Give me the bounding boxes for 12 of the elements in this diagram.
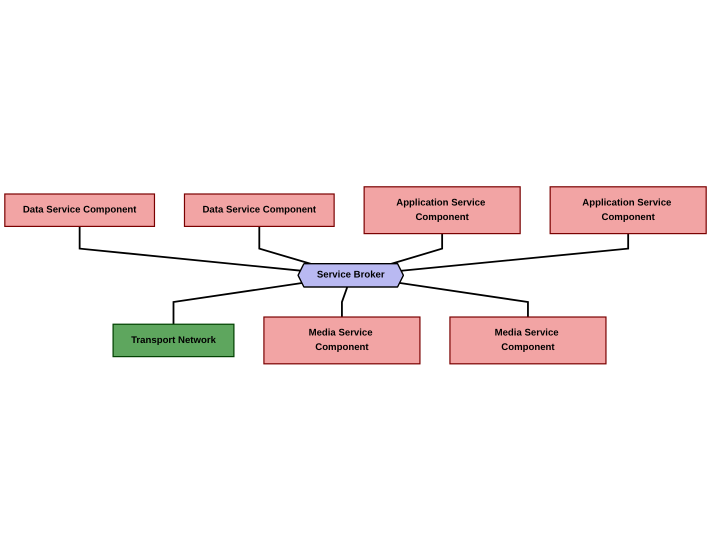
node-box: Transport Network: [112, 323, 235, 357]
node-box: Media Service Component: [449, 316, 607, 364]
connector: [341, 286, 348, 317]
connector: [172, 282, 302, 324]
node-box: Media Service Component: [263, 316, 421, 364]
node-box: Data Service Component: [4, 193, 156, 227]
connector: [401, 233, 630, 272]
node-box: Application Service Component: [364, 186, 521, 234]
node-box: Application Service Component: [550, 186, 707, 234]
node-box: Data Service Component: [184, 193, 335, 227]
connector: [400, 282, 529, 317]
connector: [78, 226, 301, 272]
